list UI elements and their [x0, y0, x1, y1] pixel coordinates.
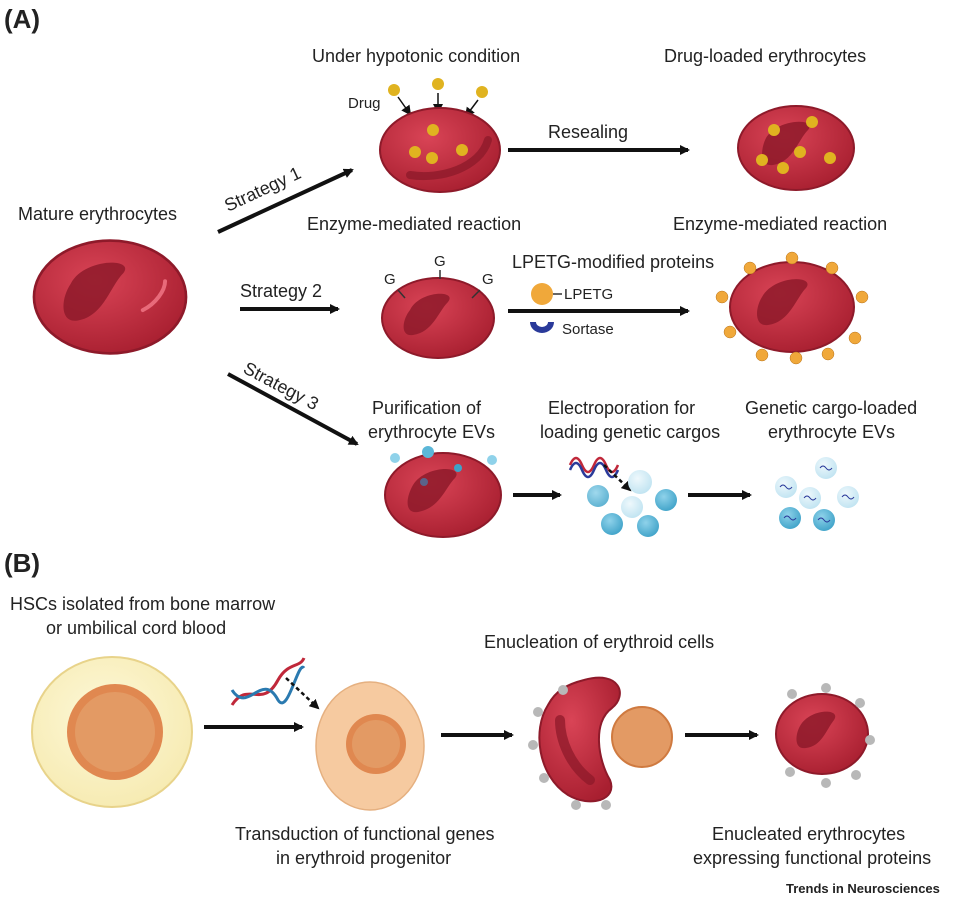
g-modified-erythrocyte — [381, 270, 495, 359]
drug-loaded-heading: Drug-loaded erythrocytes — [664, 46, 866, 66]
lpetg-icon — [531, 283, 562, 305]
sortase-icon — [530, 322, 554, 333]
drug-loaded-erythrocyte — [737, 105, 855, 191]
cargo-loaded-evs — [775, 457, 859, 531]
enucleation-heading: Enucleation of erythroid cells — [484, 632, 714, 652]
enucleated-erythrocyte — [775, 683, 875, 788]
surface-modified-erythrocyte — [715, 251, 869, 365]
hypotonic-erythrocyte — [379, 107, 501, 193]
electroporation-group — [568, 456, 677, 537]
ev-releasing-erythrocyte — [384, 446, 502, 538]
drug-molecules — [388, 78, 488, 118]
purification-l1: Purification of — [372, 398, 482, 418]
purification-l2: erythrocyte EVs — [368, 422, 495, 442]
sortase-label: Sortase — [562, 321, 614, 338]
electroporation-l2: loading genetic cargos — [540, 422, 720, 442]
cargo-loaded-l2: erythrocyte EVs — [768, 422, 895, 442]
g-label-3: G — [482, 271, 494, 288]
drug-label: Drug — [348, 95, 381, 112]
lpetg-label: LPETG — [564, 286, 613, 303]
mature-erythrocytes-label: Mature erythrocytes — [18, 204, 177, 224]
strategy-3-arrow: Strategy 3 — [227, 358, 359, 446]
enzyme-heading-left: Enzyme-mediated reaction — [307, 214, 521, 234]
mature-erythrocyte — [31, 238, 189, 356]
journal-credit: Trends in Neurosciences — [786, 881, 940, 896]
strategy-2-label: Strategy 2 — [240, 281, 322, 301]
panel-a-label: (A) — [4, 4, 40, 34]
enzyme-heading-right: Enzyme-mediated reaction — [673, 214, 887, 234]
hsc-l1: HSCs isolated from bone marrow — [10, 594, 276, 614]
hsc-cell — [31, 656, 193, 808]
transduction-l2: in erythroid progenitor — [276, 848, 451, 868]
dna-icon — [230, 657, 320, 710]
resealing-arrow: Resealing — [508, 122, 690, 155]
hypotonic-heading: Under hypotonic condition — [312, 46, 520, 66]
cargo-loaded-l1: Genetic cargo-loaded — [745, 398, 917, 418]
strategy-1-label: Strategy 1 — [221, 163, 304, 216]
enucleated-l1: Enucleated erythrocytes — [712, 824, 905, 844]
erythroid-progenitor — [315, 681, 425, 811]
g-label-2: G — [434, 253, 446, 270]
enucleating-cell — [528, 676, 673, 810]
g-label-1: G — [384, 271, 396, 288]
resealing-label: Resealing — [548, 122, 628, 142]
transduction-l1: Transduction of functional genes — [235, 824, 495, 844]
electroporation-l1: Electroporation for — [548, 398, 695, 418]
panel-b-label: (B) — [4, 548, 40, 578]
strategy-2-arrow: Strategy 2 — [240, 281, 340, 314]
hsc-l2: or umbilical cord blood — [46, 618, 226, 638]
lpetg-proteins-heading: LPETG-modified proteins — [512, 252, 714, 272]
enucleated-l2: expressing functional proteins — [693, 848, 931, 868]
